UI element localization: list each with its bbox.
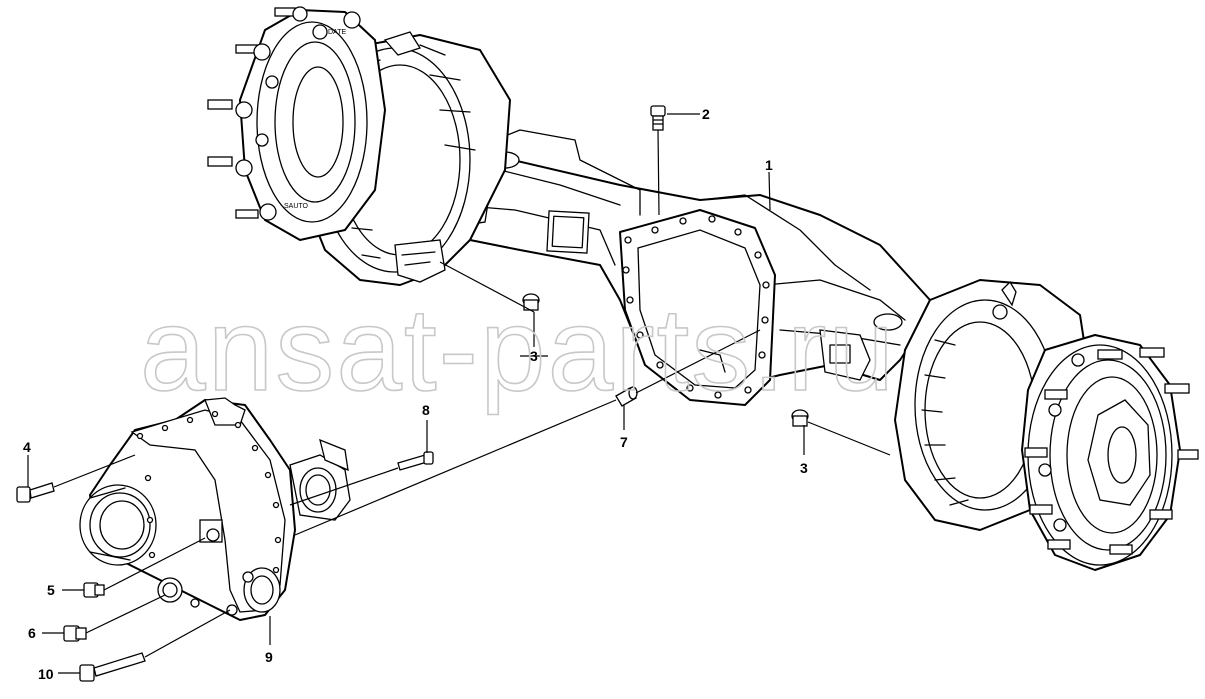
callout-9: 9	[265, 649, 273, 665]
hub-stamp-sauto: SAUTO	[284, 203, 309, 210]
differential-carrier	[79, 397, 351, 621]
leader-lines	[27, 113, 891, 674]
left-wheel-hub: DATE SAUTO	[207, 6, 511, 286]
callout-3-upper: 3	[530, 348, 538, 364]
carrier-flange-holes	[136, 410, 282, 574]
right-wheel-hub	[894, 279, 1199, 571]
drain-plug-lower	[791, 409, 809, 427]
filler-plug-6	[63, 625, 87, 642]
hex-bolt-4	[16, 482, 55, 503]
hex-bolt-10	[79, 652, 146, 682]
callout-1: 1	[765, 157, 773, 173]
callout-labels: 1 2 3 3 4 5 6 7 8 9 10	[23, 106, 808, 682]
breather-vent	[650, 105, 666, 131]
filler-plug-5	[83, 582, 105, 598]
callout-4: 4	[23, 439, 31, 455]
stud-bolt	[397, 451, 434, 471]
callout-5: 5	[47, 582, 55, 598]
hub-stamp-date: DATE	[328, 29, 346, 36]
callout-2: 2	[702, 106, 710, 122]
left-wheel-studs	[207, 6, 361, 221]
nameplate	[546, 210, 590, 254]
callout-8: 8	[422, 402, 430, 418]
callout-10: 10	[38, 666, 54, 682]
flange-bolt-holes	[622, 215, 770, 399]
callout-7: 7	[620, 434, 628, 450]
right-wheel-studs	[1024, 347, 1199, 555]
callout-6: 6	[28, 625, 36, 641]
watermark: ansat-parts.ru	[140, 284, 896, 416]
callout-3-lower: 3	[800, 460, 808, 476]
